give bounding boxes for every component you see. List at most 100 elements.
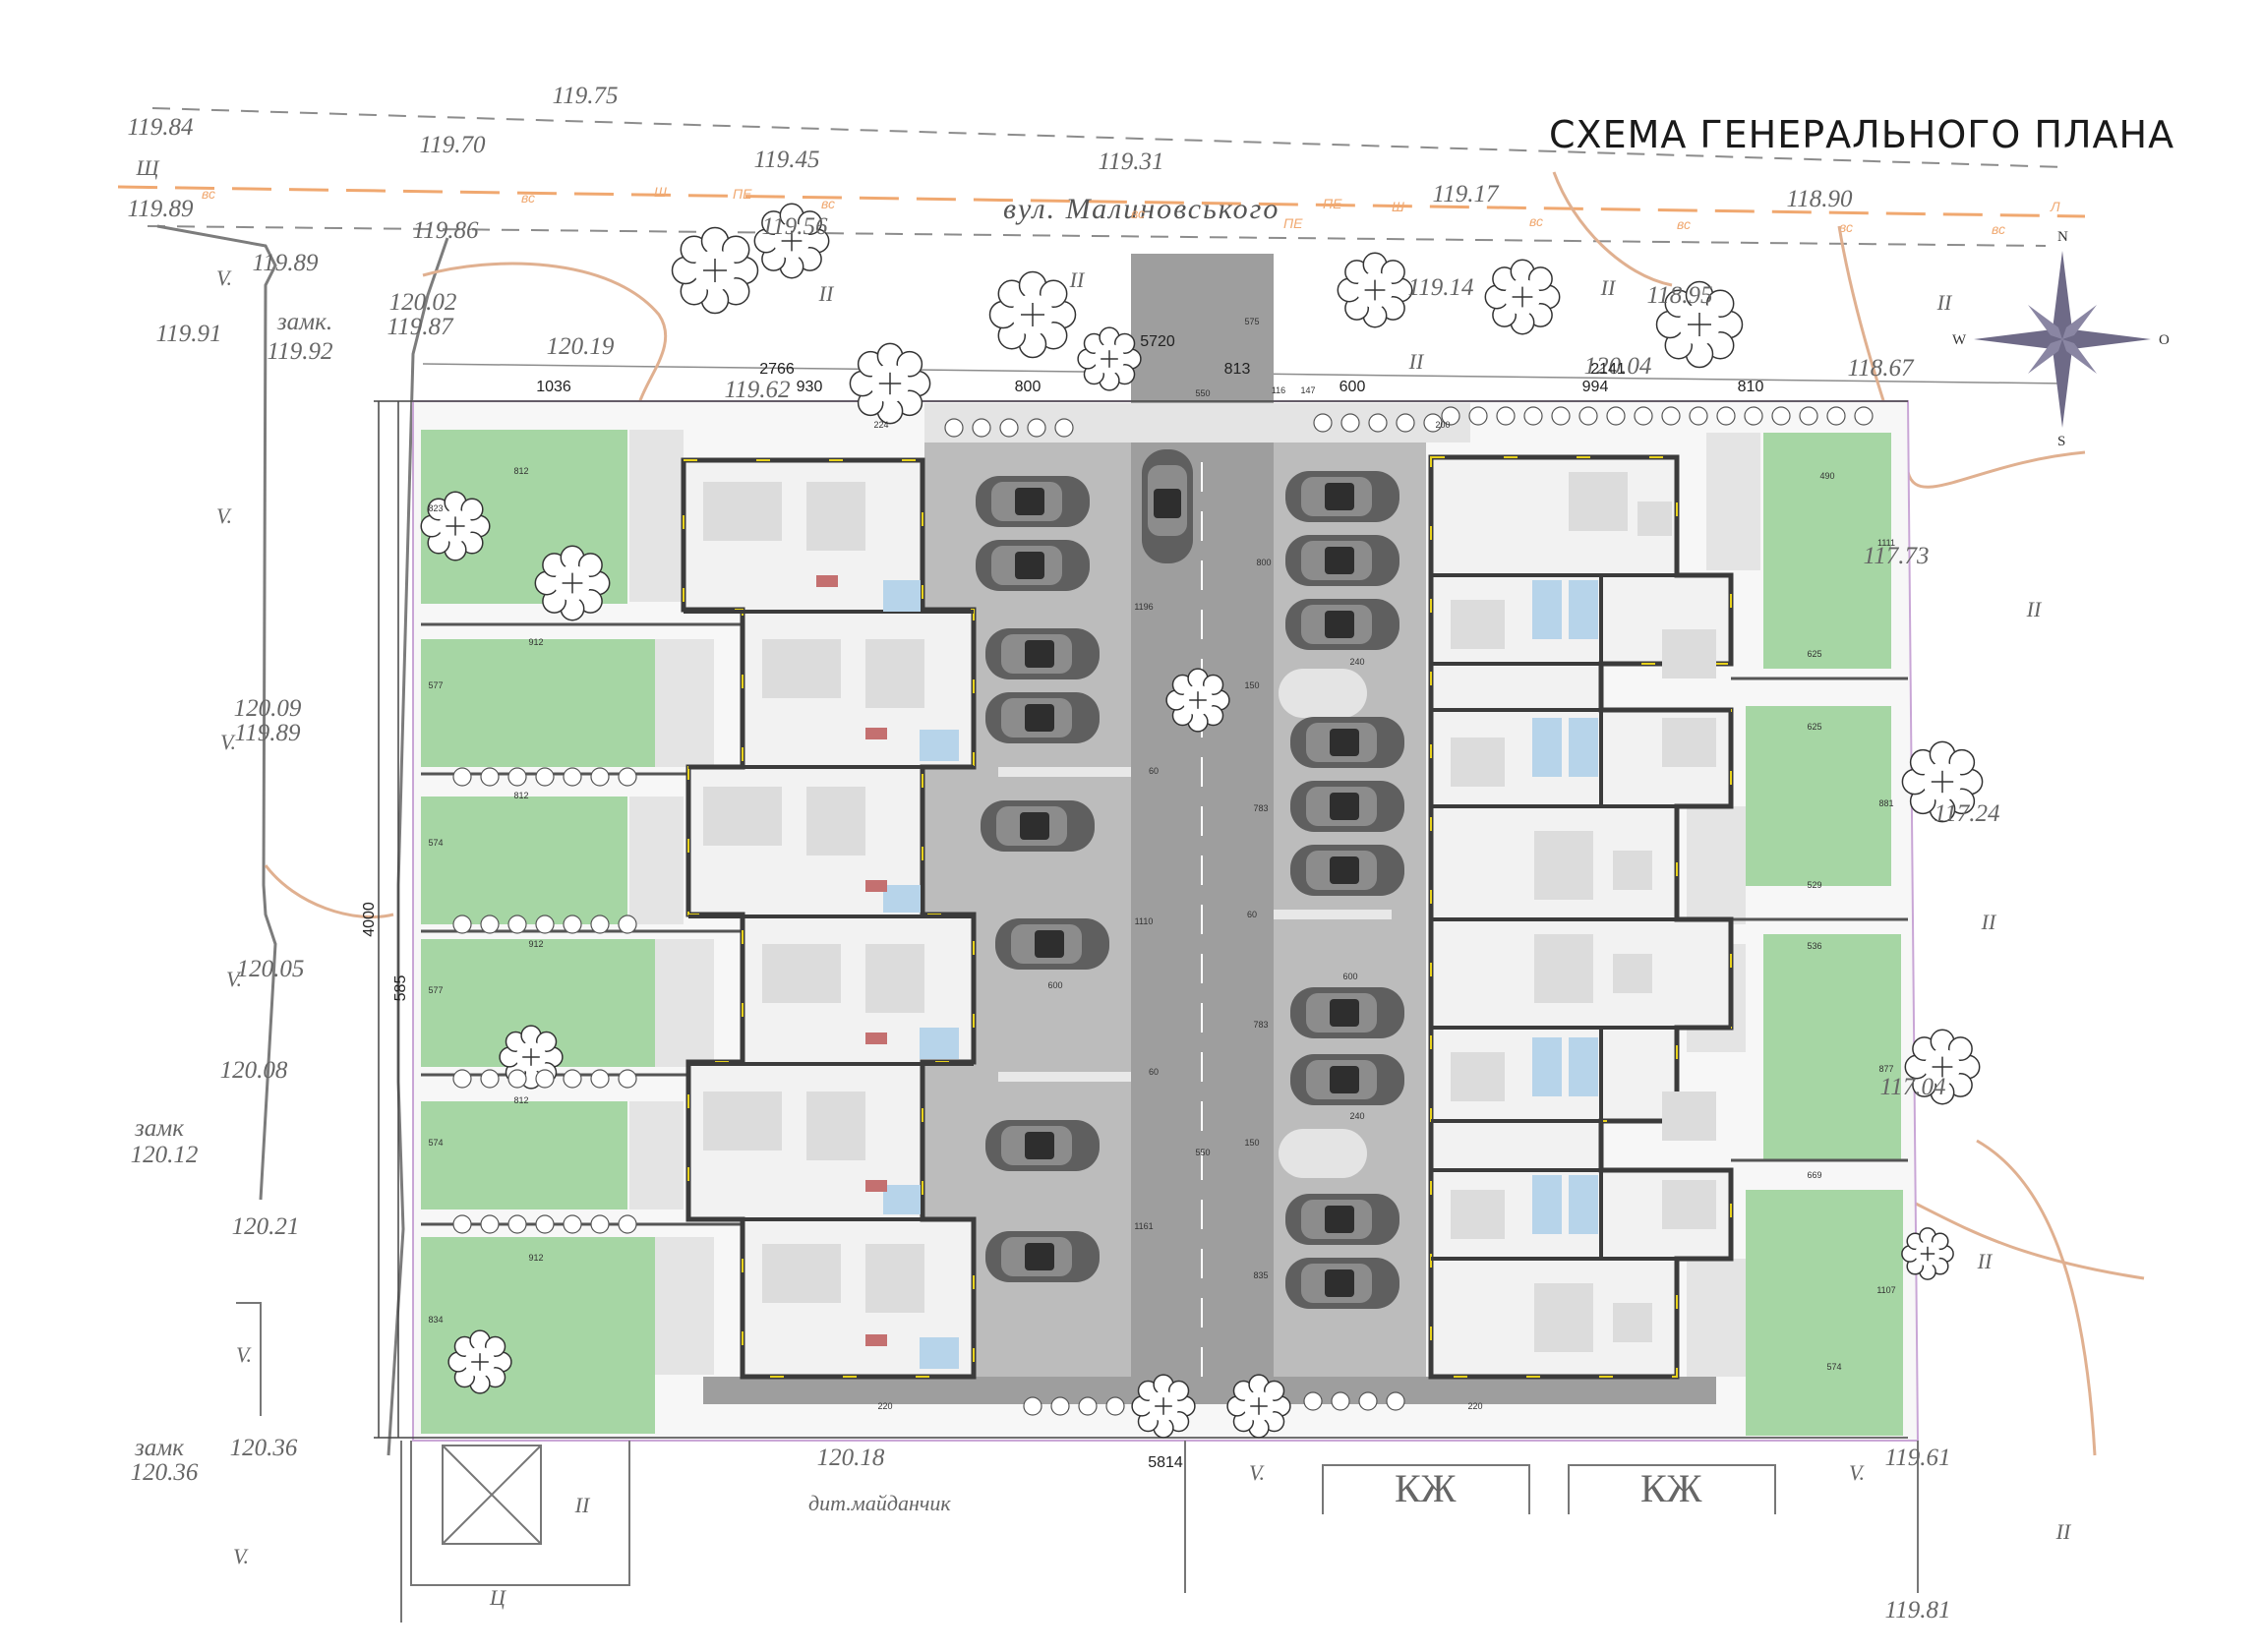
elevation-mark: 119.89	[235, 720, 301, 746]
zone-mark: V.	[226, 967, 242, 991]
shrub-icon	[1716, 406, 1736, 426]
car	[1285, 471, 1399, 522]
zone-mark: II	[1408, 349, 1425, 374]
elevation-mark: 117.24	[1935, 800, 2000, 827]
shrub-icon	[1799, 406, 1818, 426]
top-dimension: 1036	[536, 379, 571, 395]
top-dimension: 5720	[1140, 333, 1175, 350]
tree-icon	[1131, 1374, 1196, 1439]
shrub-icon	[1771, 406, 1791, 426]
elevation-mark: 118.95	[1647, 282, 1713, 309]
elevation-mark: 119.56	[762, 213, 828, 240]
elevation-mark: замк	[134, 1115, 184, 1142]
zone-mark: II	[574, 1493, 591, 1517]
top-dimension: 800	[1015, 379, 1042, 395]
svg-text:ПЕ: ПЕ	[733, 186, 752, 202]
shrub-icon	[1050, 1396, 1070, 1416]
left-townhouse-block	[681, 457, 977, 1380]
car	[976, 476, 1090, 527]
zone-mark: Щ	[136, 155, 160, 180]
shrub-icon	[1578, 406, 1598, 426]
zone-mark: V.	[233, 1544, 249, 1568]
tree-icon	[534, 545, 611, 621]
svg-text:вс: вс	[1677, 216, 1691, 232]
small-dimension: 60	[1247, 910, 1257, 919]
small-dimension: 625	[1807, 649, 1821, 659]
shrub-icon	[999, 418, 1019, 438]
elevation-mark: 118.90	[1787, 186, 1853, 212]
small-dimension: 783	[1253, 1020, 1268, 1030]
tree-icon	[753, 203, 830, 279]
shrub-icon	[1826, 406, 1846, 426]
small-dimension: 834	[428, 1315, 443, 1325]
shrub-icon	[1423, 413, 1443, 433]
shrub-icon	[1661, 406, 1681, 426]
elevation-mark: 119.91	[156, 321, 222, 347]
shrub-icon	[1441, 406, 1460, 426]
small-dimension: 574	[1826, 1362, 1841, 1372]
shrub-icon	[1358, 1391, 1378, 1411]
shrub-icon	[1105, 1396, 1125, 1416]
small-dimension: 1196	[1134, 602, 1153, 612]
svg-text:Л: Л	[2050, 199, 2060, 214]
tree-icon	[1904, 1029, 1981, 1105]
elevation-mark: 119.86	[413, 217, 479, 244]
small-dimension: 550	[1195, 388, 1210, 398]
street-name: вул. Малиновського	[1003, 193, 1280, 225]
elevation-mark: 119.89	[253, 250, 319, 276]
side-dimension: 585	[392, 975, 409, 1002]
svg-text:вс: вс	[821, 196, 835, 211]
parking-dividers	[998, 767, 1392, 1082]
elevation-mark: 120.12	[131, 1142, 199, 1168]
top-terrain-contour	[422, 262, 668, 404]
top-dimension: 2141	[1590, 361, 1626, 378]
car	[985, 692, 1100, 743]
svg-text:вс: вс	[1839, 219, 1853, 235]
zone-mark: II	[2026, 597, 2043, 621]
zone-mark: II	[1977, 1249, 1994, 1273]
tree-icon	[1165, 668, 1230, 733]
kj-label-2: КЖ	[1640, 1466, 1702, 1510]
tree-icon	[1655, 280, 1744, 369]
parked-cars	[976, 449, 1404, 1309]
shrub-icon	[452, 1214, 472, 1234]
small-dimension: 577	[428, 680, 443, 690]
shrub-icon	[1313, 413, 1333, 433]
shrub-icon	[1606, 406, 1626, 426]
small-dimension: 783	[1253, 803, 1268, 813]
bottom-dimension: 5814	[1148, 1454, 1183, 1471]
elevation-mark: 119.87	[387, 314, 454, 340]
car	[1290, 845, 1404, 896]
elevation-mark: 119.61	[1885, 1445, 1951, 1471]
elevation-mark: 120.09	[234, 695, 302, 722]
elevation-mark: 119.62	[725, 377, 791, 403]
zone-mark: V.	[1849, 1460, 1865, 1485]
car	[985, 1120, 1100, 1171]
tree-icon	[420, 491, 491, 561]
trees	[420, 203, 1984, 1439]
elevation-mark: 120.18	[817, 1445, 885, 1471]
right-terrain-contour-3	[1976, 1139, 2097, 1456]
shrub-icon	[480, 1214, 500, 1234]
plan-title: СХЕМА ГЕНЕРАЛЬНОГО ПЛАНА	[1549, 113, 2174, 156]
zone-mark: V.	[216, 503, 232, 528]
shrub-icon	[1468, 406, 1488, 426]
car	[985, 1231, 1100, 1282]
playground-label: дит.майданчик	[808, 1491, 951, 1515]
elevation-mark: 119.84	[128, 114, 194, 141]
shrub-icon	[944, 418, 964, 438]
elevation-mark: 119.70	[420, 132, 486, 158]
svg-text:вс: вс	[1529, 213, 1543, 229]
right-planter	[1279, 669, 1367, 718]
elevation-mark: 119.31	[1099, 148, 1164, 175]
car	[1290, 717, 1404, 768]
car	[995, 918, 1109, 970]
shrub-icon	[1551, 406, 1571, 426]
top-dimension: 813	[1224, 361, 1251, 378]
tree-icon	[671, 226, 759, 315]
shrub-icon	[1331, 1391, 1350, 1411]
shrub-icon	[507, 1069, 527, 1089]
small-dimension: 220	[1467, 1401, 1482, 1411]
car	[1290, 1054, 1404, 1105]
